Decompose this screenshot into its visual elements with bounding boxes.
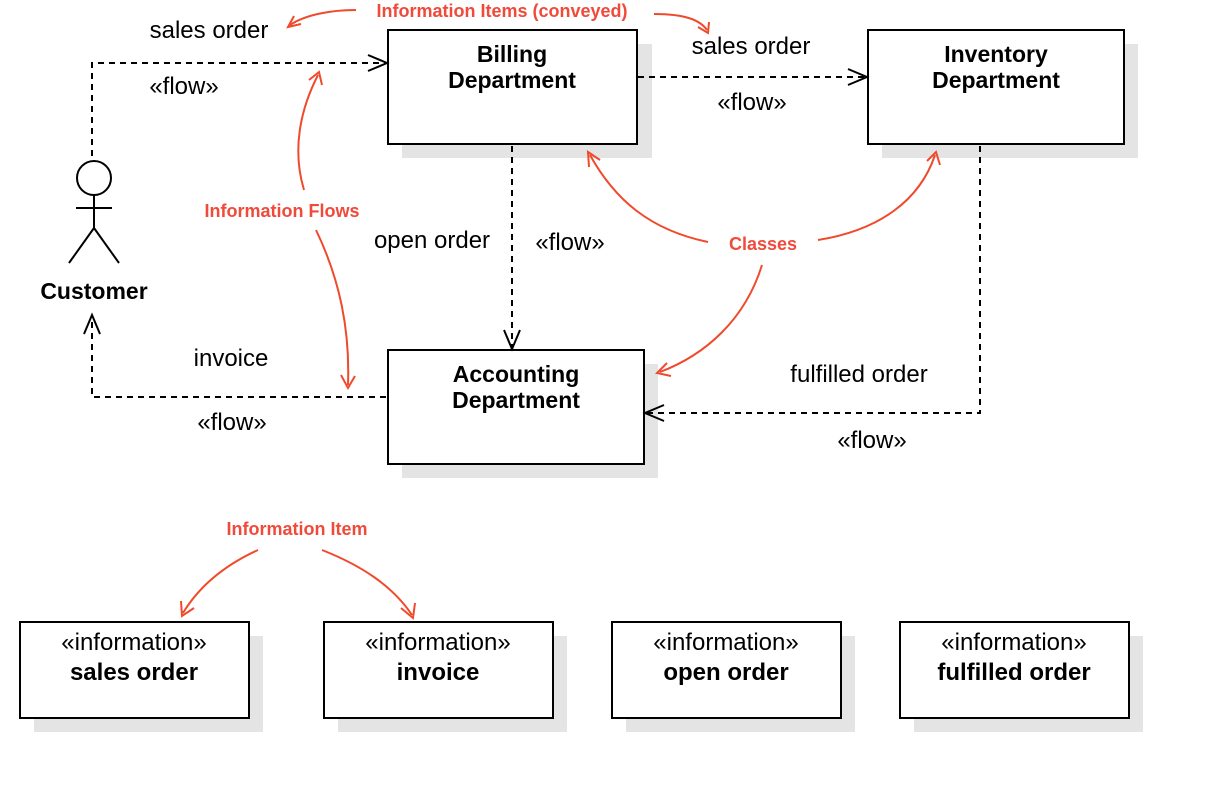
- info-item-stereotype: «information»: [61, 629, 206, 656]
- info-item-stereotype: «information»: [365, 629, 510, 656]
- info-item-stereotype: «information»: [941, 629, 1086, 656]
- flow-billing-accounting-stereotype: «flow»: [535, 229, 604, 256]
- inventory-class-name-line1: Inventory: [944, 41, 1048, 67]
- flow-billing-to-accounting[interactable]: [503, 146, 521, 352]
- flow-accounting-to-customer[interactable]: [83, 312, 386, 398]
- flow-customer-billing-conveyed-label: sales order: [150, 17, 269, 44]
- accounting-class-name-line2: Department: [452, 387, 580, 413]
- flow-inventory-accounting-conveyed-label: fulfilled order: [790, 361, 927, 388]
- annotation-information-item-text: Information Item: [226, 519, 367, 539]
- annotation-classes-text: Classes: [729, 234, 797, 254]
- info-item-stereotype: «information»: [653, 629, 798, 656]
- flow-accounting-customer-conveyed-label: invoice: [194, 345, 269, 372]
- flow-accounting-customer-stereotype: «flow»: [197, 409, 266, 436]
- stick-figure-icon: [68, 160, 120, 264]
- annotation-information-items-conveyed: Information Items (conveyed): [286, 1, 710, 35]
- information-item-sales-order[interactable]: «information» sales order: [19, 621, 263, 732]
- accounting-class-name-line1: Accounting: [453, 361, 580, 387]
- annotation-information-item: Information Item: [180, 519, 416, 620]
- inventory-class-name-line2: Department: [932, 67, 1060, 93]
- info-item-name: open order: [663, 659, 788, 686]
- billing-department-class[interactable]: Billing Department: [387, 29, 652, 158]
- annotation-classes: Classes: [586, 150, 941, 377]
- flow-inventory-to-accounting[interactable]: [642, 146, 981, 422]
- flow-billing-inventory-stereotype: «flow»: [717, 89, 786, 116]
- flow-billing-to-inventory[interactable]: [638, 68, 870, 86]
- billing-class-name-line1: Billing: [477, 41, 547, 67]
- annotation-information-flows: Information Flows: [205, 70, 360, 391]
- annotation-information-flows-text: Information Flows: [205, 201, 360, 221]
- info-item-name: invoice: [397, 659, 480, 686]
- flow-customer-billing-stereotype: «flow»: [149, 73, 218, 100]
- flow-billing-inventory-conveyed-label: sales order: [692, 33, 811, 60]
- flow-billing-accounting-conveyed-label: open order: [374, 227, 490, 254]
- customer-actor[interactable]: Customer: [40, 160, 148, 304]
- flow-inventory-accounting-stereotype: «flow»: [837, 427, 906, 454]
- info-item-name: sales order: [70, 659, 198, 686]
- inventory-department-class[interactable]: Inventory Department: [867, 29, 1138, 158]
- billing-class-name-line2: Department: [448, 67, 576, 93]
- information-item-open-order[interactable]: «information» open order: [611, 621, 855, 732]
- information-item-invoice[interactable]: «information» invoice: [323, 621, 567, 732]
- accounting-department-class[interactable]: Accounting Department: [387, 349, 658, 478]
- flow-customer-to-billing[interactable]: [91, 54, 390, 156]
- info-item-name: fulfilled order: [937, 659, 1090, 686]
- customer-actor-name: Customer: [40, 278, 147, 304]
- information-item-fulfilled-order[interactable]: «information» fulfilled order: [899, 621, 1143, 732]
- annotation-information-items-conveyed-text: Information Items (conveyed): [376, 1, 627, 21]
